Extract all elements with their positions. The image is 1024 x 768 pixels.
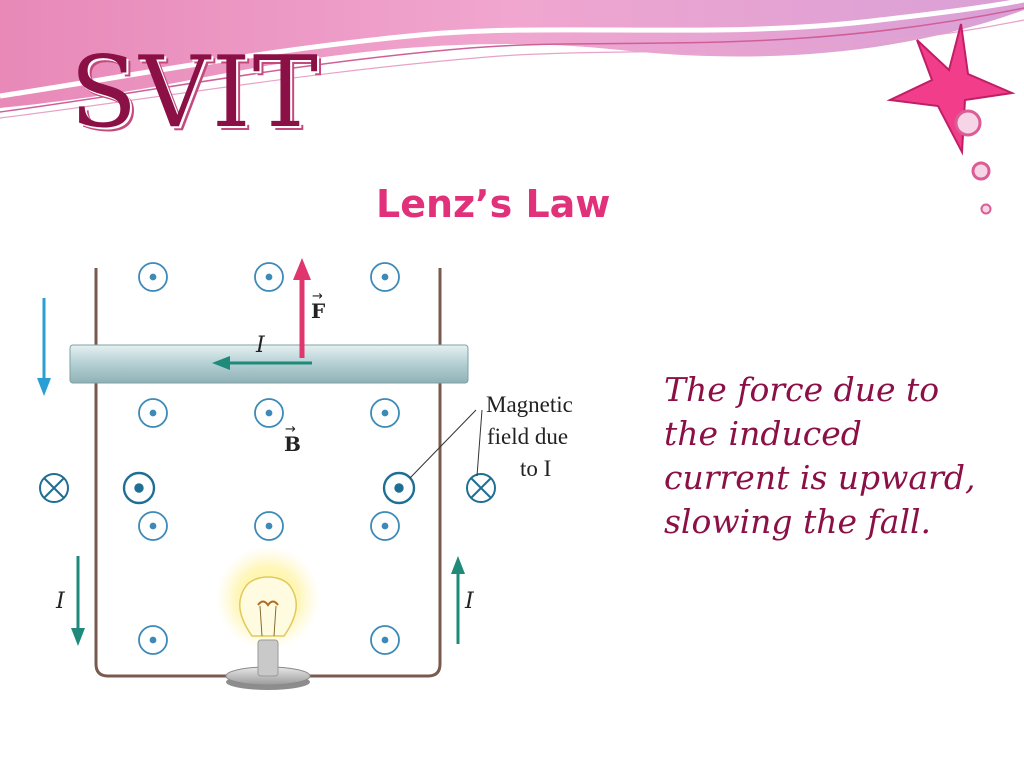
bubble-icon <box>971 161 991 181</box>
light-bulb-icon <box>216 546 320 690</box>
force-arrow <box>293 258 311 358</box>
leader-lines <box>409 409 483 479</box>
bubble-icon <box>980 203 992 215</box>
rod-current-label: I <box>255 333 266 358</box>
field-out-icon <box>370 398 400 428</box>
field-out-icon <box>138 625 168 655</box>
magnetic-label-line1: Magnetic <box>486 392 573 417</box>
left-current-arrow <box>71 556 85 646</box>
field-out-icon <box>254 511 284 541</box>
force-vector-arrow-mark: → <box>312 289 323 304</box>
field-out-icon <box>122 471 156 505</box>
field-out-icon <box>370 511 400 541</box>
explanation-text: The force due to the induced current is … <box>664 370 976 541</box>
field-out-icon <box>370 262 400 292</box>
force-vector-label: F <box>311 299 325 323</box>
right-current-label: I <box>464 589 475 614</box>
field-out-icon <box>138 262 168 292</box>
star-icon <box>886 23 1016 156</box>
field-vector-label: B <box>284 432 301 456</box>
magnetic-label-line2: field due <box>487 424 568 449</box>
induced-field-out <box>122 471 416 505</box>
right-current-arrow <box>451 556 465 644</box>
slide-title: Lenz’s Law <box>376 182 611 226</box>
field-out-icon <box>370 625 400 655</box>
field-out-icon <box>138 398 168 428</box>
field-out-icon <box>254 262 284 292</box>
field-in-icon <box>466 473 496 503</box>
header-swoosh-line <box>0 19 1024 119</box>
logo: SVIT <box>70 36 320 150</box>
motion-arrow <box>37 298 51 396</box>
field-out-icon <box>254 398 284 428</box>
magnetic-label-line3: to I <box>520 456 551 481</box>
rod-current-arrow <box>212 356 312 370</box>
header-swoosh-highlight <box>0 0 1024 99</box>
field-out-grid <box>138 262 400 655</box>
field-out-icon <box>382 471 416 505</box>
field-in-icon <box>39 473 69 503</box>
header-swoosh-line <box>0 7 1024 113</box>
bubble-icon <box>954 109 982 137</box>
field-vector-arrow-mark: → <box>285 422 296 437</box>
field-out-icon <box>138 511 168 541</box>
lenz-law-diagram: F → B → I I I Magnetic field due to I <box>37 258 573 690</box>
left-current-label: I <box>55 589 66 614</box>
